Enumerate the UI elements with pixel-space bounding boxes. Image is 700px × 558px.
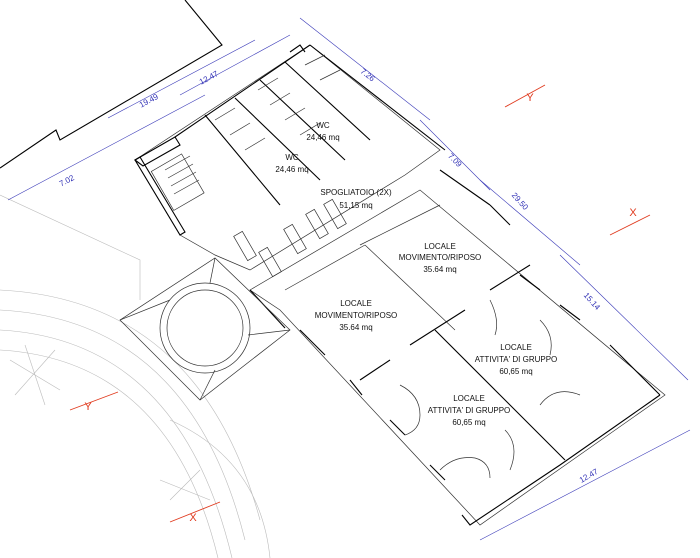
site-context	[0, 0, 271, 558]
room-wc-1: WC 24,46 mq	[306, 121, 339, 142]
room-attivita-1: LOCALE ATTIVITA' DI GRUPPO 60,65 mq	[475, 343, 558, 376]
partition	[489, 264, 531, 291]
benches	[233, 198, 347, 278]
room-name: LOCALE	[424, 242, 456, 251]
building	[119, 44, 666, 526]
room-attivita-2: LOCALE ATTIVITA' DI GRUPPO 60,65 mq	[428, 394, 511, 427]
axis-label-y-top: Y	[526, 92, 534, 104]
wall-seg	[134, 136, 181, 167]
room-name: LOCALE	[453, 394, 485, 403]
wall-seg	[349, 379, 363, 396]
site-arc-5	[169, 419, 271, 558]
wall-seg	[249, 289, 286, 329]
axis-label-y-left: Y	[84, 401, 92, 413]
site-arc-3	[0, 329, 233, 558]
room-movimento-1: LOCALE MOVIMENTO/RIPOSO 35.64 mq	[399, 242, 482, 274]
wall-seg	[174, 44, 311, 138]
partition	[284, 244, 366, 291]
partition	[359, 359, 391, 381]
room-area: 35.64 mq	[339, 323, 372, 332]
site-arc-4	[0, 349, 219, 558]
room-wc-2: WC 24,46 mq	[275, 153, 308, 174]
dimension-label: 7.09	[446, 152, 464, 170]
boundary-line	[0, 0, 223, 169]
room-area: 60,65 mq	[499, 367, 532, 376]
room-name: LOCALE	[340, 299, 372, 308]
axis-label-x-right: X	[629, 207, 637, 219]
wall-seg	[309, 44, 446, 151]
wall-seg	[609, 344, 661, 396]
dimension-label: 12.47	[198, 69, 220, 87]
dimension-label: 7.02	[58, 173, 76, 189]
room-spogliatoio: SPOGLIATOIO (2X) 51,15 mq	[320, 188, 392, 210]
dimension-lines	[7, 17, 691, 541]
room-name: WC	[285, 153, 299, 162]
partition	[409, 309, 466, 346]
wall-seg	[429, 464, 446, 481]
wall-seg	[489, 204, 511, 226]
partition	[364, 244, 456, 331]
wall-seg	[519, 274, 541, 291]
partition	[359, 204, 441, 246]
room-name: WC	[316, 121, 330, 130]
dimension-label: 19.49	[138, 92, 160, 110]
dimension-label: 15.14	[582, 291, 602, 312]
room-name-2: ATTIVITA' DI GRUPPO	[428, 406, 511, 415]
room-movimento-2: LOCALE MOVIMENTO/RIPOSO 35.64 mq	[315, 299, 398, 332]
room-name-2: ATTIVITA' DI GRUPPO	[475, 355, 558, 364]
circular-hall	[119, 257, 291, 401]
tree-symbol	[9, 344, 211, 501]
south-wing-outline	[249, 189, 666, 526]
axis-markers	[69, 84, 651, 523]
wall-seg	[439, 169, 491, 206]
partition	[434, 329, 566, 461]
room-area: 60,65 mq	[452, 418, 485, 427]
wall-seg	[134, 156, 186, 236]
site-arc-1	[0, 289, 261, 521]
site-line	[0, 194, 141, 300]
room-area: 24,46 mq	[306, 133, 339, 142]
wall-seg	[389, 419, 406, 436]
room-name-2: MOVIMENTO/RIPOSO	[315, 311, 398, 320]
site-arc-2	[0, 309, 246, 541]
stairs	[150, 153, 205, 211]
wall-seg	[461, 394, 661, 526]
room-name-2: MOVIMENTO/RIPOSO	[399, 253, 482, 262]
furniture	[399, 299, 581, 479]
wc-stalls	[204, 54, 371, 206]
dimension-label: 7.26	[359, 67, 377, 84]
room-area: 51,15 mq	[339, 201, 372, 210]
axis-label-x-bottom: X	[189, 512, 197, 524]
dimension-label: 12.47	[578, 467, 600, 485]
room-area: 24,46 mq	[275, 165, 308, 174]
dimension-label: 29.50	[510, 191, 530, 212]
room-area: 35.64 mq	[423, 265, 456, 274]
wall-seg	[559, 304, 581, 321]
wall-seg	[299, 329, 326, 356]
room-name: SPOGLIATOIO (2X)	[320, 188, 392, 197]
room-name: LOCALE	[500, 343, 532, 352]
